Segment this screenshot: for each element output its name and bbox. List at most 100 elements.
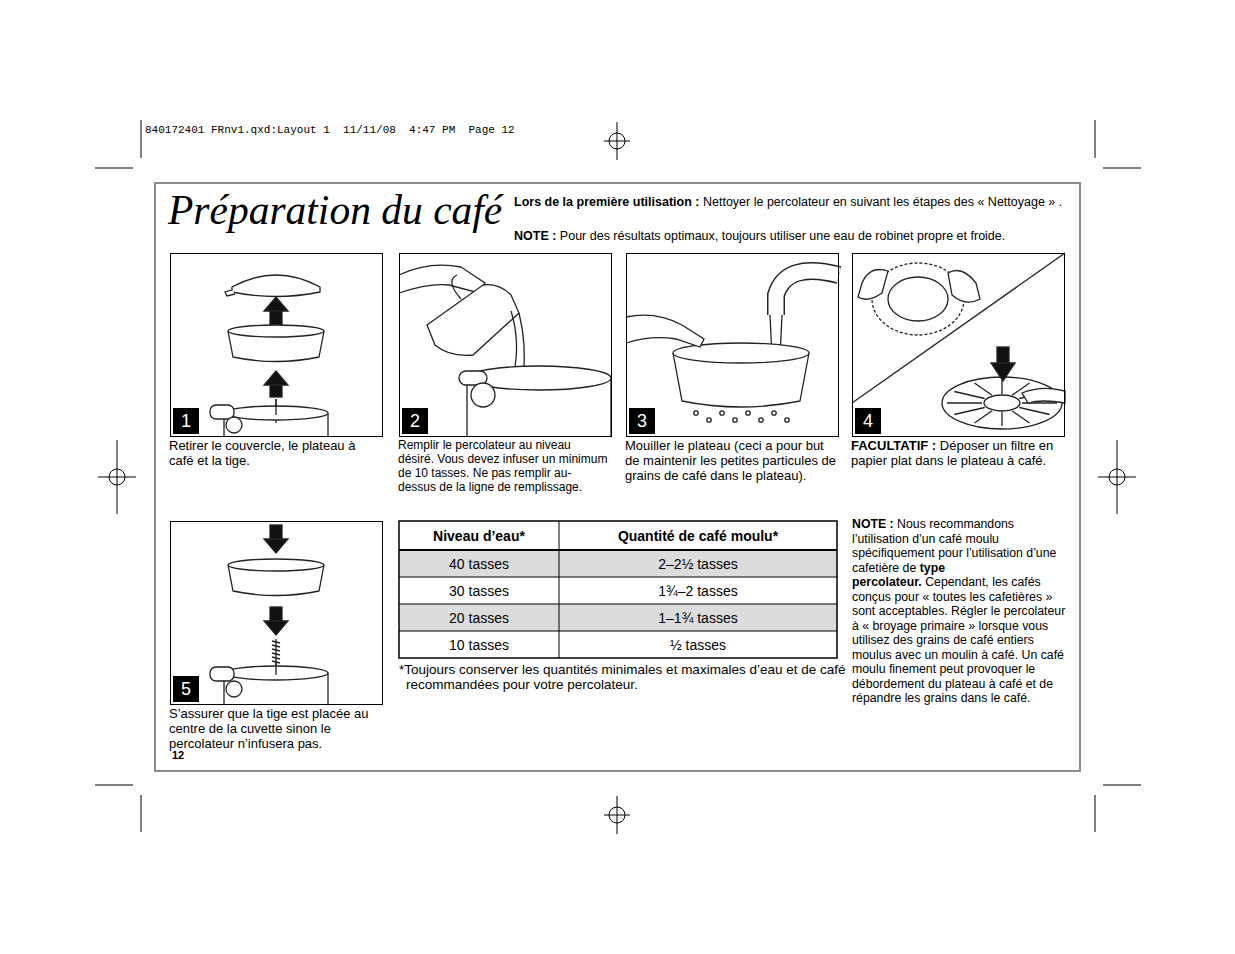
- illustration-stroke: [991, 363, 1015, 381]
- step-caption-text: Mouiller le plateau (ceci a pour but de …: [625, 438, 836, 483]
- step-panel: 4FACULTATIF :Déposer un filtre en papier…: [852, 253, 1065, 437]
- step2-illustration: [399, 265, 611, 437]
- illustration-stroke: [272, 641, 280, 643]
- illustration-stroke: [210, 405, 234, 419]
- illustration-stroke: [399, 604, 837, 605]
- illustration-stroke: [954, 392, 984, 399]
- illustration-stroke: [559, 521, 560, 658]
- illustration-stroke: [399, 550, 837, 577]
- step-caption: Retirer le couvercle, le plateau à café …: [169, 438, 380, 468]
- illustration-stroke: [948, 271, 980, 303]
- table-cell: 30 tasses: [399, 577, 559, 604]
- illustration-stroke: [720, 411, 724, 415]
- illustration-stroke: [399, 265, 485, 293]
- step-caption-text: S’assurer que la tige est placée au cent…: [169, 706, 368, 751]
- illustration-stroke: [858, 270, 888, 300]
- illustration-stroke: [617, 796, 618, 834]
- illustration-stroke: [272, 653, 280, 655]
- step-caption-text: Remplir le percolateur au niveau désiré.…: [398, 438, 607, 494]
- illustration-stroke: [1103, 168, 1141, 169]
- illustration-stroke: [264, 539, 288, 553]
- step1-illustration: [210, 275, 328, 437]
- illustration-stroke: [1019, 408, 1049, 415]
- illustration-stroke: [270, 607, 282, 621]
- illustration-stroke: [942, 377, 1062, 429]
- illustration-stroke: [947, 402, 982, 403]
- illustration-stroke: [272, 657, 280, 659]
- step4-illustration: [852, 253, 1065, 429]
- illustration-stroke: [626, 315, 704, 347]
- illustration-stroke: [707, 418, 711, 422]
- step3-illustration: [626, 271, 839, 422]
- illustration-stroke: [888, 277, 948, 321]
- illustration-stroke: [471, 383, 495, 407]
- step-panel: 5S’assurer que la tige est placée au cen…: [170, 521, 383, 705]
- table-cell: 1¾–2 tasses: [559, 577, 837, 604]
- step-caption: Mouiller le plateau (ceci a pour but de …: [625, 438, 836, 484]
- illustration-stroke: [275, 661, 276, 675]
- illustration-stroke: [1001, 380, 1002, 394]
- illustration-stroke: [228, 559, 324, 571]
- illustration-stroke: [272, 649, 280, 651]
- illustration-stroke: [452, 275, 461, 299]
- table-footnote: *Toujours conserver les quantités minima…: [399, 662, 846, 692]
- step-number: 4: [855, 408, 881, 434]
- grind-note-text: Cependant, les cafés conçus pour « toute…: [852, 575, 1065, 705]
- illustration-stroke: [733, 418, 737, 422]
- illustration-stroke: [272, 641, 280, 663]
- page-title: Préparation du café: [168, 188, 502, 234]
- illustration-stroke: [399, 577, 837, 578]
- illustration-stroke: [270, 385, 282, 397]
- illustration-stroke: [95, 168, 133, 169]
- first-use-note: Lors de la première utilisation :Nettoye…: [514, 195, 1070, 210]
- illustration-stroke: [232, 275, 320, 297]
- illustration-stroke: [617, 122, 618, 160]
- illustration-stroke: [785, 418, 789, 422]
- table-header: Quantité de café moulu*: [559, 521, 837, 550]
- illustration-stroke: [776, 271, 839, 315]
- illustration-stroke: [95, 785, 133, 786]
- step-caption: S’assurer que la tige est placée au cent…: [169, 706, 380, 752]
- illustration-stroke: [975, 383, 993, 395]
- print-slug-text: 840172401 FRnv1.qxd:Layout 1 11/11/08 4:…: [145, 124, 515, 136]
- illustration-stroke: [673, 343, 809, 363]
- illustration-stroke: [746, 411, 750, 415]
- illustration-stroke: [954, 408, 984, 415]
- step-number: 2: [402, 408, 428, 434]
- illustration-stroke: [975, 411, 993, 423]
- step-caption-text: Retirer le couvercle, le plateau à café …: [169, 438, 355, 468]
- illustration-stroke: [694, 411, 789, 422]
- illustration-stroke: [226, 681, 242, 697]
- illustration-stroke: [1095, 795, 1096, 832]
- page-frame: [155, 183, 1080, 771]
- step-caption-text: FACULTATIF :: [851, 438, 936, 453]
- illustration-stroke: [399, 631, 837, 632]
- illustration-stroke: [264, 371, 288, 385]
- illustration-stroke: [772, 411, 776, 415]
- table-cell: ½ tasses: [559, 631, 837, 658]
- water-note-text: Pour des résultats optimaux, toujours ut…: [560, 229, 1005, 243]
- illustration-stroke: [141, 795, 142, 832]
- illustration-stroke: [228, 325, 324, 337]
- illustration-stroke: [984, 395, 1020, 411]
- step-caption: Remplir le percolateur au niveau désiré.…: [398, 438, 609, 494]
- crop-marks: [95, 120, 1141, 834]
- first-use-note-text: Lors de la première utilisation :: [514, 195, 699, 209]
- table-footnote-text: *Toujours conserver les quantités minima…: [399, 662, 845, 692]
- illustration-stroke: [399, 604, 837, 631]
- table-cell: 40 tasses: [399, 550, 559, 577]
- water-note-text: NOTE :: [514, 229, 556, 243]
- illustration-stroke: [427, 285, 519, 356]
- table-cell: 20 tasses: [399, 604, 559, 631]
- illustration-stroke: [399, 521, 837, 658]
- illustration-stroke: [1022, 388, 1065, 403]
- illustration-stroke: [210, 667, 234, 681]
- step-caption: FACULTATIF :Déposer un filtre en papier …: [851, 438, 1062, 468]
- table-cell: 1–1¾ tasses: [559, 604, 837, 631]
- illustration-stroke: [759, 418, 763, 422]
- illustration-stroke: [264, 621, 288, 635]
- step-panel: 3Mouiller le plateau (ceci a pour but de…: [626, 253, 839, 437]
- table-grid: [399, 521, 837, 658]
